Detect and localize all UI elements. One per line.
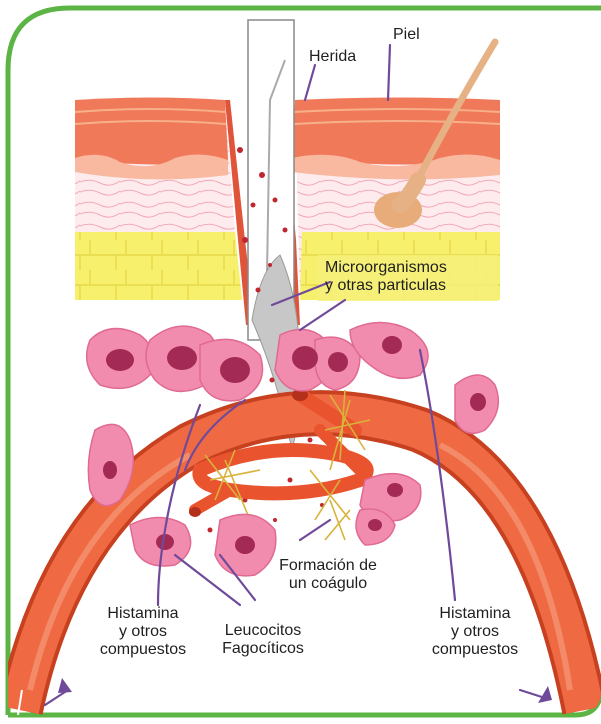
label-coagulo-line2: un coágulo: [272, 575, 384, 593]
label-histamina-right-line2: y otros: [420, 623, 530, 641]
label-leucocitos-line2: Fagocíticos: [213, 640, 313, 658]
arrow-heads: [58, 678, 552, 703]
label-piel-text: Piel: [393, 26, 420, 44]
label-herida-text: Herida: [309, 48, 356, 66]
label-histamina-right: Histamina y otros compuestos: [420, 605, 530, 659]
label-leucocitos-line1: Leucocitos: [213, 622, 313, 640]
label-histamina-right-line1: Histamina: [420, 605, 530, 623]
label-microorganismos: Microorganismos y otras particulas: [325, 259, 447, 295]
label-histamina-left: Histamina y otros compuestos: [88, 605, 198, 659]
label-coagulo-line1: Formación de: [272, 557, 384, 575]
label-piel: Piel: [393, 26, 420, 44]
label-herida: Herida: [309, 48, 356, 66]
label-microorganismos-line2: y otras particulas: [325, 277, 447, 295]
label-histamina-left-line3: compuestos: [88, 641, 198, 659]
label-histamina-left-line2: y otros: [88, 623, 198, 641]
label-leucocitos: Leucocitos Fagocíticos: [213, 622, 313, 658]
label-microorganismos-line1: Microorganismos: [325, 259, 447, 277]
label-coagulo: Formación de un coágulo: [272, 557, 384, 593]
label-histamina-left-line1: Histamina: [88, 605, 198, 623]
label-histamina-right-line3: compuestos: [420, 641, 530, 659]
